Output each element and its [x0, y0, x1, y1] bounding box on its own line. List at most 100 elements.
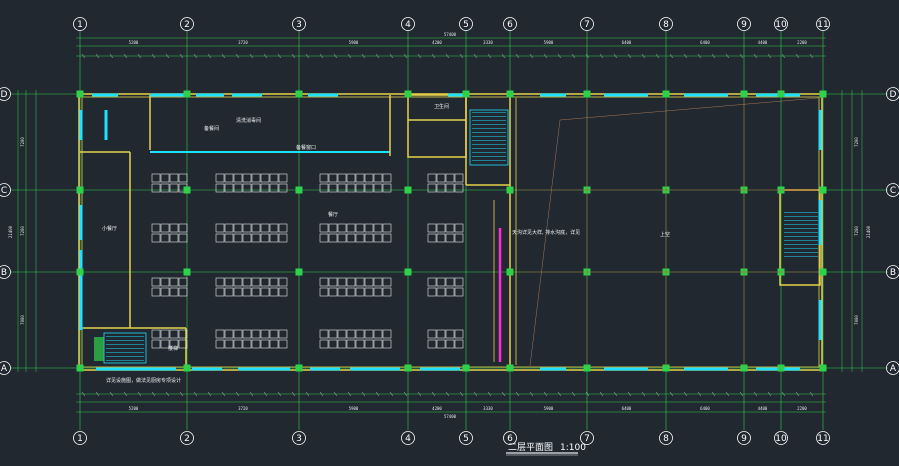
dim-tick	[697, 391, 702, 397]
dining-table	[178, 277, 188, 287]
dim-tick	[501, 53, 506, 59]
dining-table	[328, 287, 338, 297]
dining-table	[319, 339, 329, 349]
dim-side-2-0: 7000	[20, 315, 25, 325]
column	[506, 364, 514, 372]
dining-table	[278, 339, 288, 349]
dining-table	[215, 329, 225, 339]
dining-table	[346, 183, 356, 193]
dining-table	[251, 183, 261, 193]
column	[777, 90, 785, 98]
dining-table	[328, 233, 338, 243]
dining-table	[233, 329, 243, 339]
column	[506, 186, 514, 194]
dim-bottom-9: 2200	[797, 406, 807, 411]
dining-table	[178, 329, 188, 339]
dining-table	[278, 287, 288, 297]
dining-table	[427, 329, 437, 339]
dining-table	[436, 223, 446, 233]
column	[404, 364, 412, 372]
dining-table	[260, 183, 270, 193]
dining-table	[355, 183, 365, 193]
axis-number-text: 1	[77, 434, 83, 444]
label-upper-void: 上空	[660, 231, 670, 238]
dining-table	[436, 233, 446, 243]
dim-tick	[151, 391, 156, 397]
dim-tick	[711, 53, 716, 59]
dim-top-7: 6400	[700, 40, 710, 45]
axis-bubble-6-bottom: 6	[503, 431, 517, 445]
dining-table	[160, 287, 170, 297]
dining-table	[242, 233, 252, 243]
dim-top-0: 5200	[129, 40, 139, 45]
dining-table	[436, 277, 446, 287]
dim-bottom-8: 4400	[758, 406, 768, 411]
dining-table	[346, 339, 356, 349]
dining-table	[169, 223, 179, 233]
dim-tick	[361, 53, 366, 59]
dining-table	[454, 183, 464, 193]
dining-table	[319, 173, 329, 183]
axis-bubble-5-bottom: 5	[459, 431, 473, 445]
dining-table	[242, 223, 252, 233]
dim-tick	[795, 53, 800, 59]
dining-table	[251, 277, 261, 287]
dim-tick	[697, 53, 702, 59]
dim-tick	[137, 391, 142, 397]
dining-table	[382, 329, 392, 339]
axis-bubble-2-bottom: 2	[180, 431, 194, 445]
dining-table	[382, 277, 392, 287]
dining-table	[328, 329, 338, 339]
dining-table	[454, 329, 464, 339]
dim-tick	[655, 53, 660, 59]
dim-bottom-6: 6400	[622, 406, 632, 411]
dim-tick	[347, 391, 352, 397]
dining-table	[160, 277, 170, 287]
column	[296, 269, 302, 275]
axis-number-text: 10	[775, 434, 787, 444]
dim-tick	[809, 53, 814, 59]
dining-table	[382, 287, 392, 297]
dining-table	[215, 173, 225, 183]
dim-tick	[207, 391, 212, 397]
dim-top-3: 4200	[432, 40, 442, 45]
axis-number-text: 6	[507, 20, 513, 30]
axis-bubble-8-bottom: 8	[659, 431, 673, 445]
dim-tick	[445, 53, 450, 59]
dim-side-1-0: 7200	[20, 226, 25, 236]
dining-table	[233, 233, 243, 243]
axis-bubble-1-top: 1	[73, 17, 87, 31]
axis-bubble-3-bottom: 3	[292, 431, 306, 445]
dining-table	[269, 223, 279, 233]
axis-bubble-C-left: C	[0, 183, 11, 197]
dim-tick	[333, 53, 338, 59]
dining-table	[269, 329, 279, 339]
dim-top-2: 5900	[349, 40, 359, 45]
dim-tick	[487, 53, 492, 59]
dining-table	[260, 173, 270, 183]
dim-side-2-1: 7000	[854, 315, 859, 325]
dining-table	[160, 339, 170, 349]
dining-table	[427, 223, 437, 233]
dim-tick	[123, 53, 128, 59]
dining-table	[151, 287, 161, 297]
dining-tables	[151, 173, 464, 349]
dining-table	[445, 233, 455, 243]
dining-table	[242, 329, 252, 339]
dining-table	[160, 233, 170, 243]
column	[184, 187, 190, 193]
dim-tick	[669, 391, 674, 397]
dim-tick	[459, 53, 464, 59]
label-stair: 楼梯	[168, 345, 178, 352]
dining-table	[445, 173, 455, 183]
dim-tick	[683, 53, 688, 59]
window-strips	[79, 93, 822, 371]
axis-letter-text: C	[1, 186, 7, 196]
dining-table	[160, 183, 170, 193]
dining-table	[445, 183, 455, 193]
dim-tick	[319, 53, 324, 59]
dining-table	[160, 223, 170, 233]
dining-table	[242, 173, 252, 183]
